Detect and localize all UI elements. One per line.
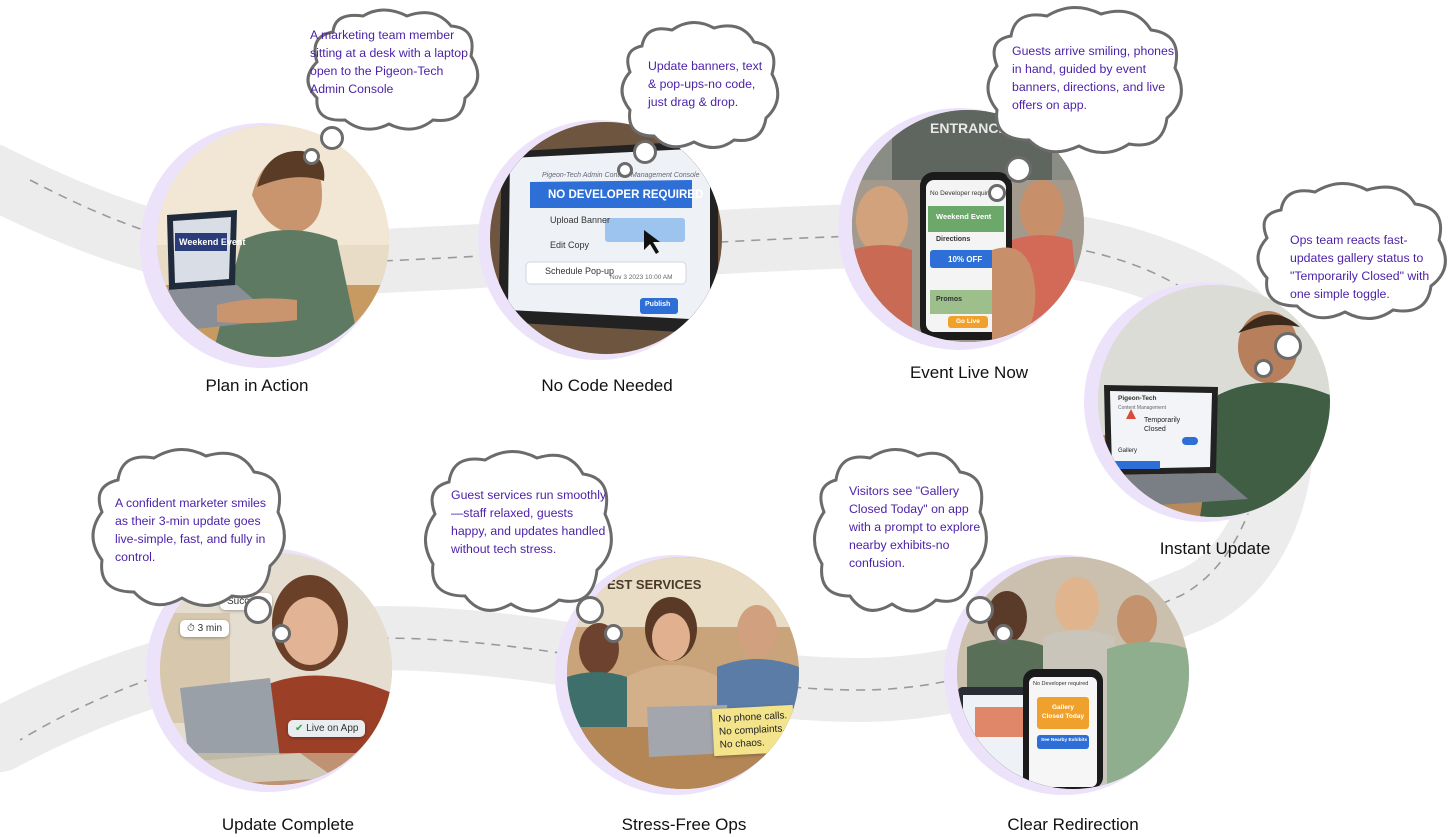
services-sign: EST SERVICES	[607, 577, 702, 592]
live-on-app-badge: ✔ Live on App	[288, 720, 366, 737]
step-label: Clear Redirection	[1007, 815, 1139, 834]
thought-text: Update banners, text & pop-ups-no code, …	[648, 59, 763, 109]
thought-text: Guests arrive smiling, phones in hand, g…	[1012, 44, 1174, 112]
sticky-note: No phone calls. No complaints. No chaos.	[711, 704, 796, 757]
phone-header: No Developer required	[1033, 681, 1089, 687]
thought-dot	[244, 596, 272, 624]
schedule-popup-item: Schedule Pop-up	[545, 266, 615, 276]
thought-text: A marketing team member sitting at a des…	[310, 28, 468, 96]
edit-copy-item: Edit Copy	[550, 240, 590, 250]
thought-dot	[576, 596, 604, 624]
step-label: Plan in Action	[205, 376, 309, 395]
guest-services-photo: EST SERVICES No phone calls. No complain…	[567, 557, 799, 789]
check-icon: ✔	[295, 723, 304, 734]
thought-bubble: Ops team reacts fast-updates gallery sta…	[1255, 182, 1451, 322]
thought-dot	[1254, 359, 1273, 378]
thought-dot	[303, 148, 320, 165]
console-app-name: Pigeon-Tech	[1118, 395, 1157, 402]
thought-bubble: Guests arrive smiling, phones in hand, g…	[985, 6, 1185, 156]
go-live-button: Go Live	[956, 318, 980, 325]
no-developer-banner: NO DEVELOPER REQUIRED	[548, 189, 704, 201]
timer-badge: ⏱ 3 min	[180, 620, 230, 637]
thought-text: A confident marketer smiles as their 3-m…	[115, 496, 267, 564]
thought-dot	[966, 596, 994, 624]
thought-dot	[272, 624, 291, 643]
weekend-event-banner: Weekend Event	[936, 212, 992, 221]
gallery-closed-banner: Gallery Closed Today	[1041, 704, 1085, 720]
live-on-app-label: Live on App	[306, 723, 359, 734]
gallery-toggle-label: Gallery	[1118, 448, 1138, 454]
step-label: No Code Needed	[541, 376, 673, 395]
thought-bubble: Guest services run smoothly—staff relaxe…	[424, 450, 613, 616]
thought-text: Ops team reacts fast-updates gallery sta…	[1290, 233, 1430, 301]
marketer-photo: Weekend Event	[157, 125, 389, 357]
thought-text: Guest services run smoothly—staff relaxe…	[451, 488, 607, 556]
thought-bubble: A confident marketer smiles as their 3-m…	[91, 448, 288, 610]
screen-title: Weekend Event	[179, 237, 246, 247]
phone-header: No Developer required	[930, 190, 996, 197]
ops-photo: Pigeon-Tech Content Management Temporari…	[1098, 285, 1330, 517]
nearby-exhibits-button: See Nearby Exhibits	[1041, 738, 1088, 743]
step-label: Update Complete	[221, 815, 355, 834]
thought-text: Visitors see "Gallery Closed Today" on a…	[849, 484, 981, 570]
offer-item: 10% OFF	[948, 255, 983, 264]
thought-dot	[604, 624, 623, 643]
step-label: Event Live Now	[909, 363, 1029, 382]
thought-dot	[617, 162, 633, 178]
step-label: Instant Update	[1159, 539, 1271, 558]
section-title: Content Management	[1118, 405, 1167, 411]
entrance-sign: ENTRANCE	[930, 120, 1008, 136]
thought-bubble: Update banners, text & pop-ups-no code, …	[620, 20, 780, 150]
console-photo: Pigeon-Tech Admin Content Management Con…	[490, 122, 722, 354]
thought-dot	[988, 184, 1006, 202]
upload-banner-item: Upload Banner	[550, 215, 611, 225]
step-label: Stress-Free Ops	[621, 815, 747, 834]
thought-dot	[994, 624, 1013, 643]
thought-bubble: Visitors see "Gallery Closed Today" on a…	[813, 448, 988, 616]
publish-button: Publish	[645, 301, 671, 308]
promos-item: Promos	[936, 296, 963, 303]
thought-dot	[1005, 156, 1032, 183]
status-label: Temporarily Closed	[1144, 417, 1181, 433]
directions-item: Directions	[936, 236, 971, 243]
visitors-photo: No Developer required Gallery Closed Tod…	[957, 557, 1189, 789]
thought-bubble: A marketing team member sitting at a des…	[305, 8, 483, 131]
thought-dot	[1274, 332, 1302, 360]
schedule-date: Nov 3 2023 10:00 AM	[610, 274, 673, 281]
timer-value: 3 min	[197, 623, 223, 634]
thought-dot	[633, 140, 657, 164]
thought-dot	[320, 126, 344, 150]
